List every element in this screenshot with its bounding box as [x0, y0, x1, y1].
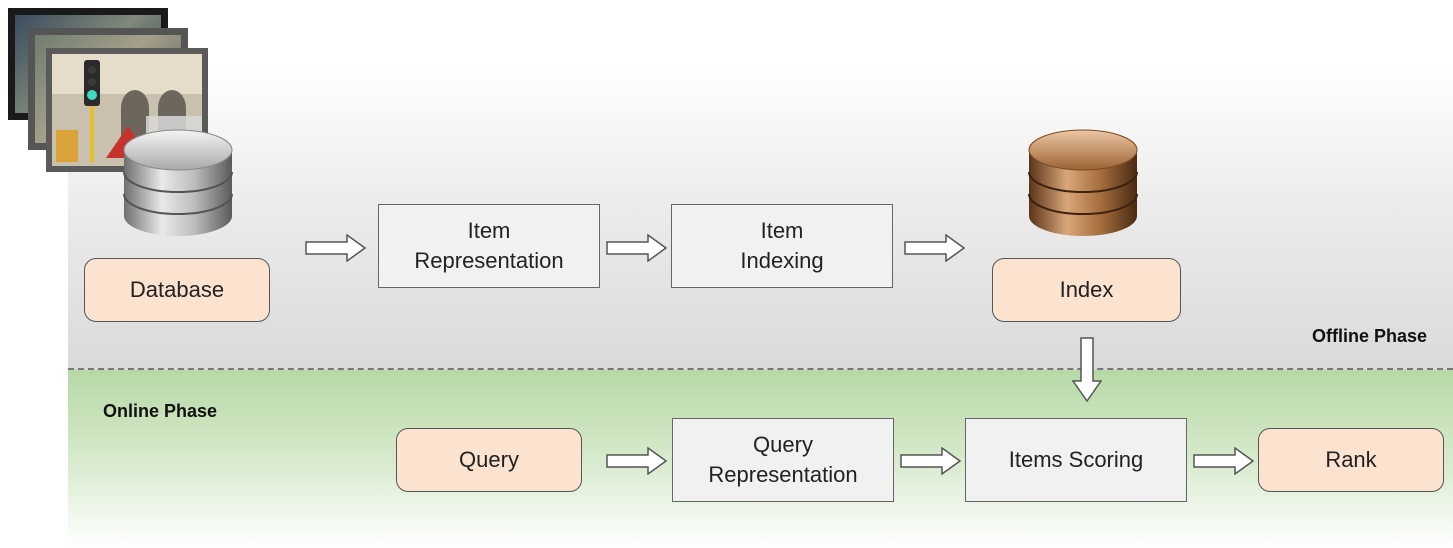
online-phase-label: Online Phase	[103, 401, 218, 421]
arrow-representation-to-indexing	[606, 234, 668, 262]
query-representation-node: Query Representation	[672, 418, 894, 502]
arrow-indexing-to-index	[904, 234, 966, 262]
phase-divider	[68, 368, 1453, 370]
index-node: Index	[992, 258, 1181, 322]
arrow-index-to-items-scoring	[1072, 337, 1102, 403]
offline-phase-region	[68, 0, 1453, 370]
bronze-database-icon	[1028, 129, 1138, 236]
arrow-query-to-query-representation	[606, 447, 668, 475]
offline-phase-label: Offline Phase	[1311, 326, 1427, 346]
items-scoring-node: Items Scoring	[965, 418, 1187, 502]
silver-database-icon	[123, 129, 233, 236]
arrow-database-to-item-representation	[305, 234, 367, 262]
item-indexing-node: Item Indexing	[671, 204, 893, 288]
rank-node: Rank	[1258, 428, 1444, 492]
arrow-items-scoring-to-rank	[1193, 447, 1255, 475]
database-node: Database	[84, 258, 270, 322]
arrow-query-representation-to-items-scoring	[900, 447, 962, 475]
item-representation-node: Item Representation	[378, 204, 600, 288]
query-node: Query	[396, 428, 582, 492]
